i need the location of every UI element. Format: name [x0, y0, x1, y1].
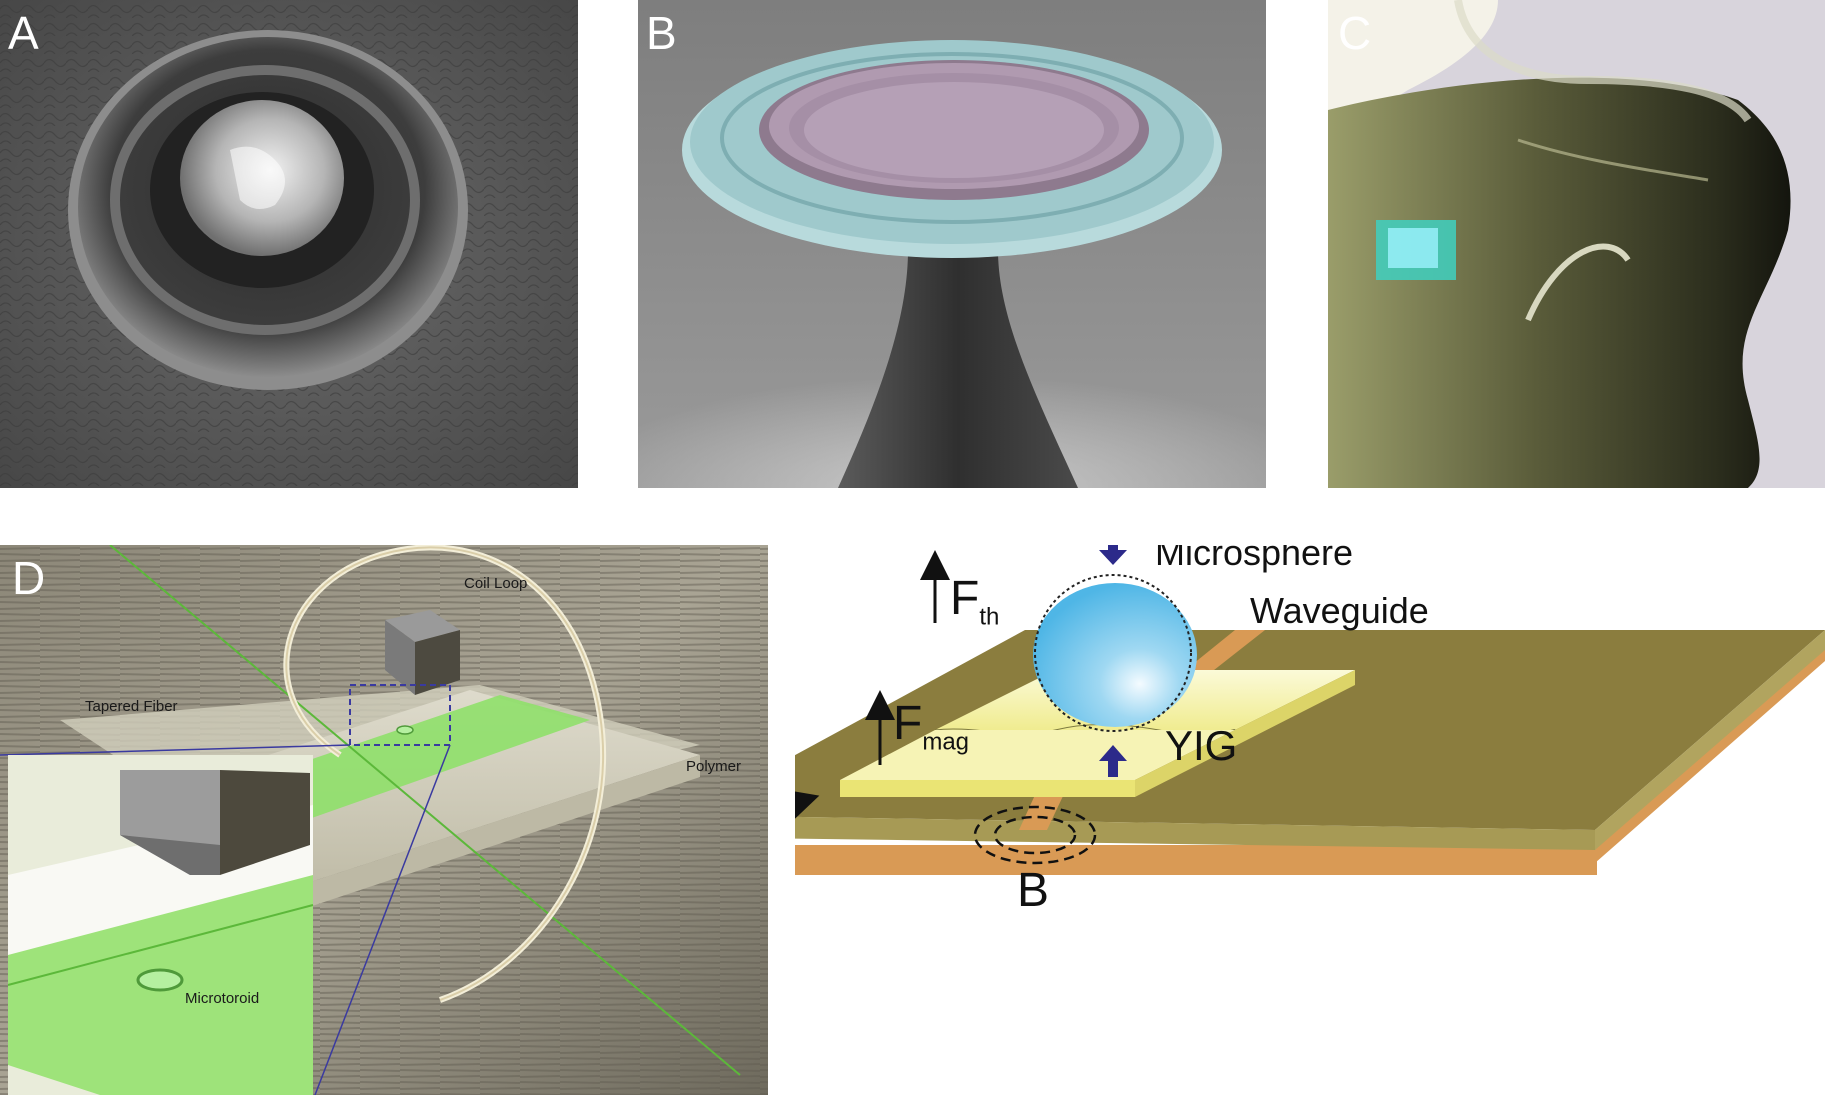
label-tapered-fiber: Tapered Fiber: [85, 698, 178, 715]
panel-label-b: B: [646, 7, 677, 59]
label-b-field: B: [1017, 864, 1050, 917]
panel-c-liquid-droplet: C: [1328, 0, 1825, 488]
sem-image-b: [638, 0, 1266, 488]
label-force-magnetic: Fmag: [893, 697, 970, 756]
panel-a-sem-micro-disk: A: [0, 0, 578, 488]
sem-image-a: [0, 0, 578, 488]
label-yig: YIG: [1165, 722, 1238, 769]
label-microtoroid: Microtoroid: [185, 990, 260, 1007]
panel-label-d: D: [12, 552, 46, 604]
label-waveguide: Waveguide: [1250, 590, 1429, 631]
schematic-e: [795, 545, 1825, 875]
label-force-thermal: Fth: [950, 572, 1000, 631]
panel-d-microtoroid-setup: D Coil Loop Tapered Fiber Polymer Microt…: [0, 545, 768, 1095]
label-microsphere: Microsphere: [1155, 545, 1354, 573]
panel-b-sem-toroid: B: [638, 0, 1266, 488]
label-coil-loop: Coil Loop: [464, 575, 528, 592]
panel-label-c: C: [1338, 7, 1372, 59]
label-polymer: Polymer: [686, 758, 742, 775]
panel-label-a: A: [8, 7, 39, 59]
photo-image-c: [1328, 0, 1825, 488]
render-image-d: [0, 545, 768, 1095]
panel-e-yig-schematic: E Microsphere Waveguide Fth Fmag YIG BDC…: [795, 545, 1825, 1095]
